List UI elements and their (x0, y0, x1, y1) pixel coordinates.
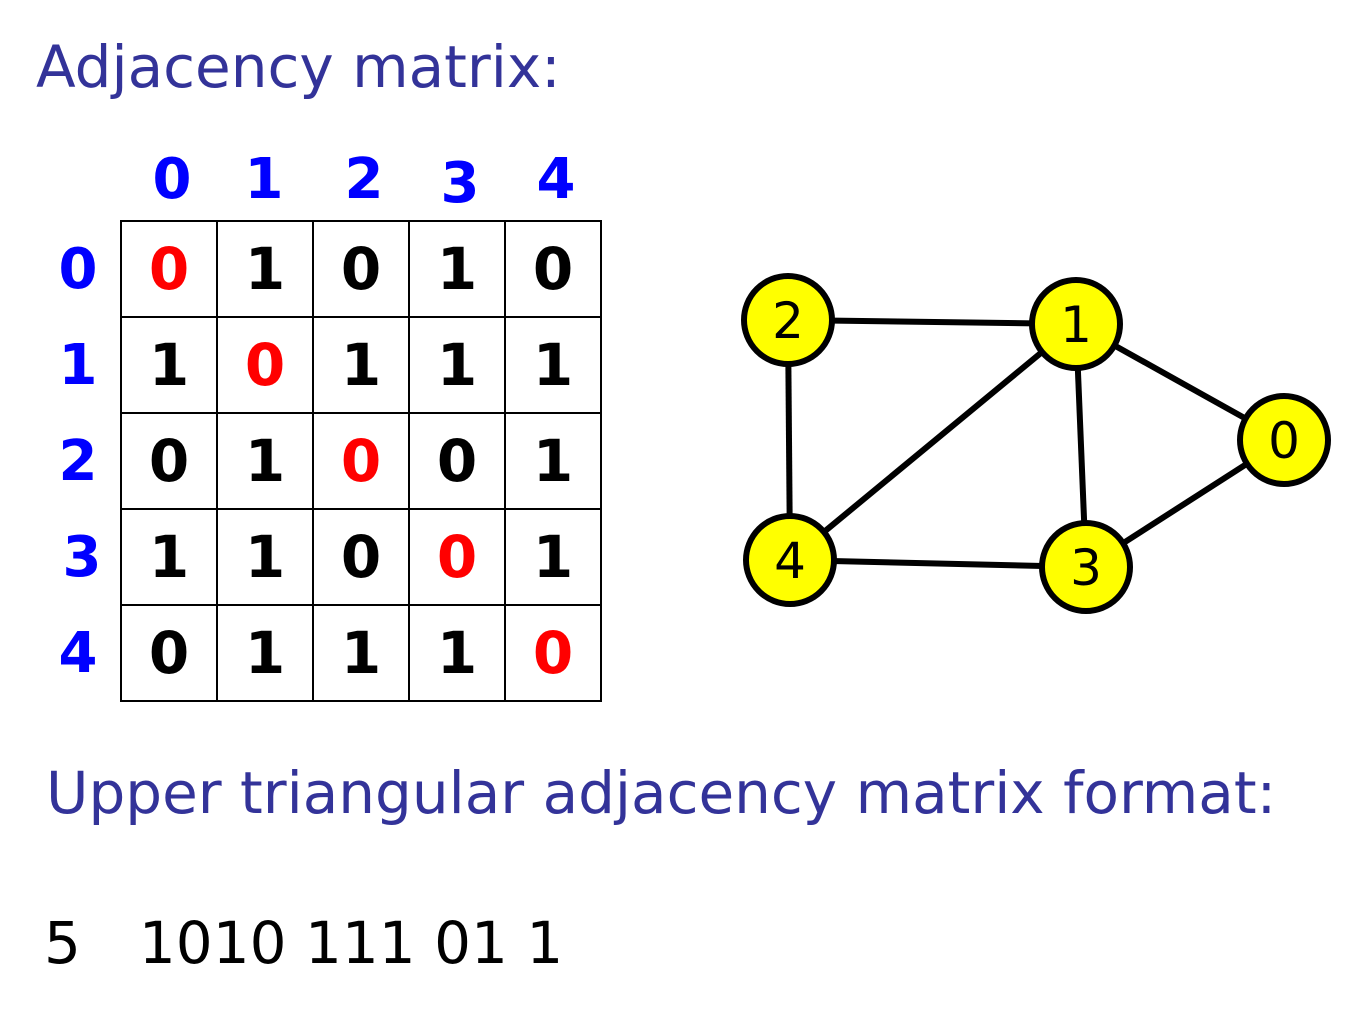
matrix-cell: 0 (312, 220, 410, 318)
matrix-row-header: 0 (58, 237, 98, 302)
graph-node-2 (741, 273, 835, 367)
matrix-cell: 1 (216, 604, 314, 702)
graph-edge-1-4 (788, 321, 1078, 563)
matrix-cell: 0 (504, 220, 602, 318)
graph-node-label-2: 2 (772, 292, 804, 350)
adjacency-matrix: 0 1 0 1 0 1 0 1 1 1 0 1 0 0 1 1 1 0 0 1 … (120, 220, 602, 702)
matrix-cell-diagonal: 0 (216, 316, 314, 414)
graph-edge-2-1 (787, 317, 1077, 327)
matrix-col-header: 2 (344, 147, 384, 212)
graph-node-label-1: 1 (1060, 296, 1092, 354)
matrix-cell: 1 (312, 316, 410, 414)
vertex-count: 5 (44, 909, 81, 977)
matrix-cell: 0 (120, 412, 218, 510)
graph-node-3 (1039, 520, 1133, 614)
matrix-row-header: 4 (58, 621, 98, 686)
matrix-cell: 1 (504, 316, 602, 414)
matrix-col-header: 4 (536, 147, 576, 212)
matrix-cell: 1 (408, 220, 506, 318)
matrix-cell: 1 (504, 508, 602, 606)
matrix-cell-diagonal: 0 (312, 412, 410, 510)
matrix-row: 0 1 1 1 0 (120, 604, 602, 702)
matrix-cell-diagonal: 0 (408, 508, 506, 606)
matrix-cell: 1 (312, 604, 410, 702)
matrix-cell: 0 (408, 412, 506, 510)
matrix-cell: 1 (216, 412, 314, 510)
matrix-cell-diagonal: 0 (120, 220, 218, 318)
encoding-bits: 1010 111 01 1 (138, 909, 564, 977)
matrix-cell: 0 (120, 604, 218, 702)
page-title: Adjacency matrix: (36, 33, 561, 101)
graph-node-4 (743, 513, 837, 607)
matrix-cell: 1 (120, 316, 218, 414)
graph-diagram: 0 1 2 3 4 (741, 273, 1331, 614)
matrix-col-header: 3 (440, 151, 480, 216)
graph-node-label-4: 4 (774, 532, 806, 590)
matrix-cell-diagonal: 0 (504, 604, 602, 702)
graph-node-0 (1237, 393, 1331, 487)
graph-node-1 (1029, 277, 1123, 371)
matrix-row: 0 1 0 0 1 (120, 412, 602, 510)
matrix-cell: 1 (408, 604, 506, 702)
upper-triangular-title: Upper triangular adjacency matrix format… (46, 759, 1277, 827)
matrix-col-header: 1 (244, 147, 284, 212)
matrix-row: 0 1 0 1 0 (120, 220, 602, 318)
matrix-cell: 1 (216, 220, 314, 318)
graph-node-label-3: 3 (1070, 539, 1102, 597)
matrix-row-header: 2 (58, 429, 98, 494)
matrix-cell: 0 (312, 508, 410, 606)
graph-edge-4-3 (789, 557, 1087, 570)
matrix-cell: 1 (408, 316, 506, 414)
matrix-row-header: 3 (62, 525, 102, 590)
graph-node-label-0: 0 (1268, 412, 1300, 470)
matrix-col-header: 0 (152, 147, 192, 212)
matrix-cell: 1 (216, 508, 314, 606)
matrix-row-header: 1 (58, 333, 98, 398)
matrix-row: 1 0 1 1 1 (120, 316, 602, 414)
matrix-row: 1 1 0 0 1 (120, 508, 602, 606)
matrix-cell: 1 (120, 508, 218, 606)
matrix-cell: 1 (504, 412, 602, 510)
